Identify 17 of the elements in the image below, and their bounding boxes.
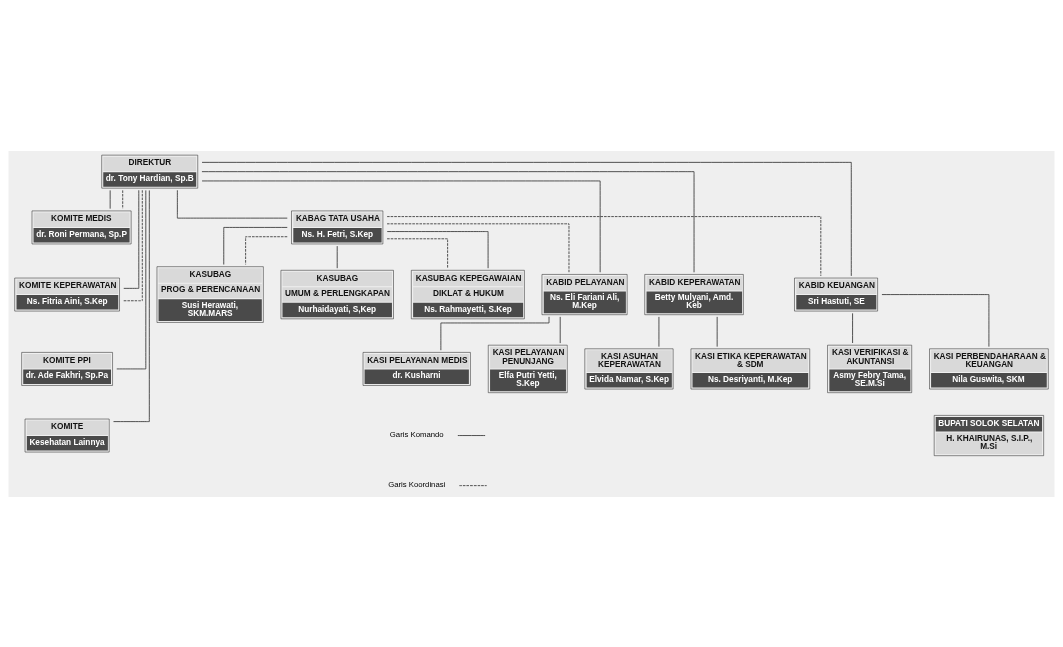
connector	[440, 315, 550, 351]
connector	[122, 189, 124, 209]
connector	[852, 312, 853, 343]
connector	[245, 235, 288, 265]
connector	[386, 237, 448, 269]
connector	[201, 161, 852, 276]
connector	[201, 170, 695, 273]
connector	[881, 293, 990, 347]
connector	[116, 189, 147, 369]
connector	[201, 180, 601, 273]
connector	[386, 215, 822, 276]
connector	[386, 230, 489, 269]
connector	[223, 226, 288, 265]
connector	[177, 189, 288, 218]
connector	[123, 189, 143, 301]
connector	[113, 189, 150, 422]
connector	[123, 189, 140, 289]
